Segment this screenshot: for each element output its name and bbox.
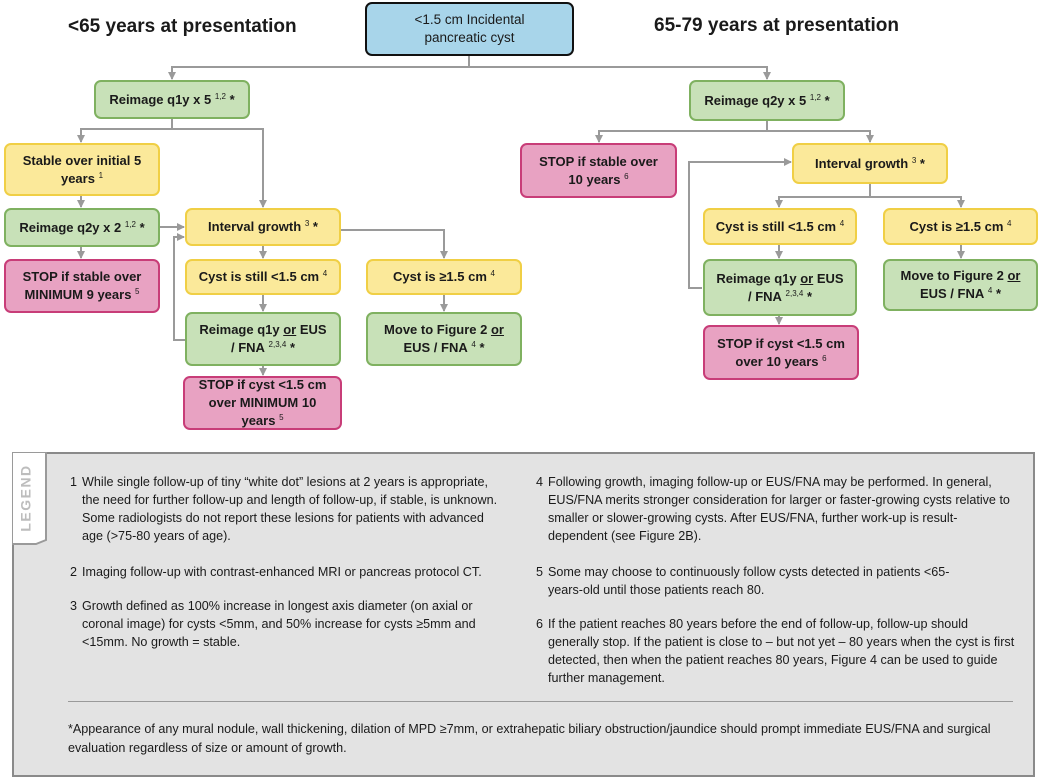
footnote-ref: 2,3,4 [268,340,287,349]
footnote-ref: 4 [471,340,476,349]
asterisk-mark: * [919,155,925,171]
left-stable-5y-label: Stable over initial 5 years [22,152,142,186]
legend-title: LEGEND [18,464,34,532]
note-number: 2 [70,565,78,579]
footnote-ref: 1,2 [124,219,136,229]
right-large-cyst-box: Cyst is ≥1.5 cm 4 [883,208,1038,245]
right-large-cyst-label: Cyst is ≥1.5 cm [909,218,1004,234]
right-stop-cyst-label: STOP if cyst <1.5 cm over 10 years [717,335,845,369]
note-text: Some may choose to continuously follow c… [548,565,950,597]
note-number: 1 [70,475,78,489]
right-interval-growth-label: Interval growth [815,155,909,171]
asterisk-mark: * [229,91,235,107]
right-stop-10y-box: STOP if stable over 10 years 6 [520,143,677,198]
left-stop-10y-box: STOP if cyst <1.5 cm over MINIMUM 10 yea… [183,376,342,430]
footnote-ref: 4 [839,218,845,228]
right-column-heading: 65-79 years at presentation [654,15,900,36]
left-still-small-label: Cyst is still <1.5 cm [198,269,320,284]
left-reimage-q2y-x2-label: Reimage q2y x 2 [19,219,122,235]
right-move-fig2-box: Move to Figure 2 or EUS / FNA 4 * [883,259,1038,311]
left-stop-9y-label: STOP if stable over MINIMUM 9 years [22,269,142,302]
left-reimage-eus-box: Reimage q1y or EUS / FNA 2,3,4 * [185,312,341,366]
right-interval-growth-box: Interval growth 3 * [792,143,948,184]
note-text: If the patient reaches 80 years before t… [548,617,1015,685]
note-text: Growth defined as 100% increase in longe… [82,599,476,649]
footnote-ref: 6 [624,171,629,181]
footnote-ref: 4 [1007,218,1012,228]
left-reimage-q1y-x5-box: Reimage q1y x 5 1,2 * [94,80,250,119]
right-still-small-label: Cyst is still <1.5 cm [715,218,837,234]
footnote-ref: 4 [490,269,495,278]
legend-footnote: *Appearance of any mural nodule, wall th… [68,722,991,755]
asterisk-mark: * [139,219,145,235]
left-large-cyst-box: Cyst is ≥1.5 cm 4 [366,259,522,295]
asterisk-mark: * [479,340,485,355]
asterisk-mark: * [824,92,830,108]
right-reimage-q2y-x5-label: Reimage q2y x 5 [704,92,807,108]
asterisk-mark: * [289,340,296,355]
left-interval-growth-label: Interval growth [208,219,302,234]
legend-panel [12,452,1035,777]
left-stop-10y-label: STOP if cyst <1.5 cm over MINIMUM 10 yea… [198,377,327,428]
left-reimage-q2y-x2-box: Reimage q2y x 2 1,2 * [4,208,160,247]
note-text: While single follow-up of tiny “white do… [82,475,498,543]
footnote-ref: 2,3,4 [785,288,804,298]
left-column-heading: <65 years at presentation [68,16,297,37]
footnote-ref: 1 [98,170,104,180]
incidental-cyst-start-box: <1.5 cm Incidental pancreatic cyst [365,2,574,56]
note-number: 3 [70,599,78,613]
note-number: 6 [536,617,544,631]
right-reimage-q2y-x5-box: Reimage q2y x 5 1,2 * [689,80,845,121]
left-large-cyst-label: Cyst is ≥1.5 cm [393,269,487,284]
left-reimage-q1y-x5-label: Reimage q1y x 5 [109,91,212,107]
footnote-ref: 4 [322,269,328,278]
right-stop-10y-label: STOP if stable over 10 years [539,153,658,187]
footnote-ref: 3 [304,219,310,228]
legend-divider [68,701,1013,702]
asterisk-mark: * [806,288,813,304]
left-stable-5y-box: Stable over initial 5 years 1 [4,143,160,196]
left-still-small-box: Cyst is still <1.5 cm 4 [185,259,341,295]
note-text: Following growth, imaging follow-up or E… [548,475,1010,543]
footnote-ref: 5 [279,413,284,422]
footnote-ref: 3 [911,155,917,165]
legend-tab-shape [12,452,47,545]
right-reimage-eus-box: Reimage q1y or EUS / FNA 2,3,4 * [703,259,857,316]
left-move-fig2-box: Move to Figure 2 or EUS / FNA 4 * [366,312,522,366]
start-box-label: <1.5 cm Incidental pancreatic cyst [414,12,525,45]
note-text: Imaging follow-up with contrast-enhanced… [82,565,482,579]
footnote-ref: 5 [135,287,140,296]
legend-tab: LEGEND [14,458,38,538]
footnote-ref: 1,2 [809,92,821,102]
asterisk-mark: * [312,219,318,234]
right-still-small-box: Cyst is still <1.5 cm 4 [703,208,857,245]
footnote-ref: 1,2 [214,91,226,101]
footnote-ref: 6 [822,353,827,363]
left-interval-growth-box: Interval growth 3 * [185,208,341,246]
left-stop-9y-box: STOP if stable over MINIMUM 9 years 5 [4,259,160,313]
note-number: 4 [536,475,544,489]
footnote-ref: 4 [987,286,993,295]
note-number: 5 [536,565,544,579]
asterisk-mark: * [995,286,1002,301]
right-stop-cyst-box: STOP if cyst <1.5 cm over 10 years 6 [703,325,859,380]
